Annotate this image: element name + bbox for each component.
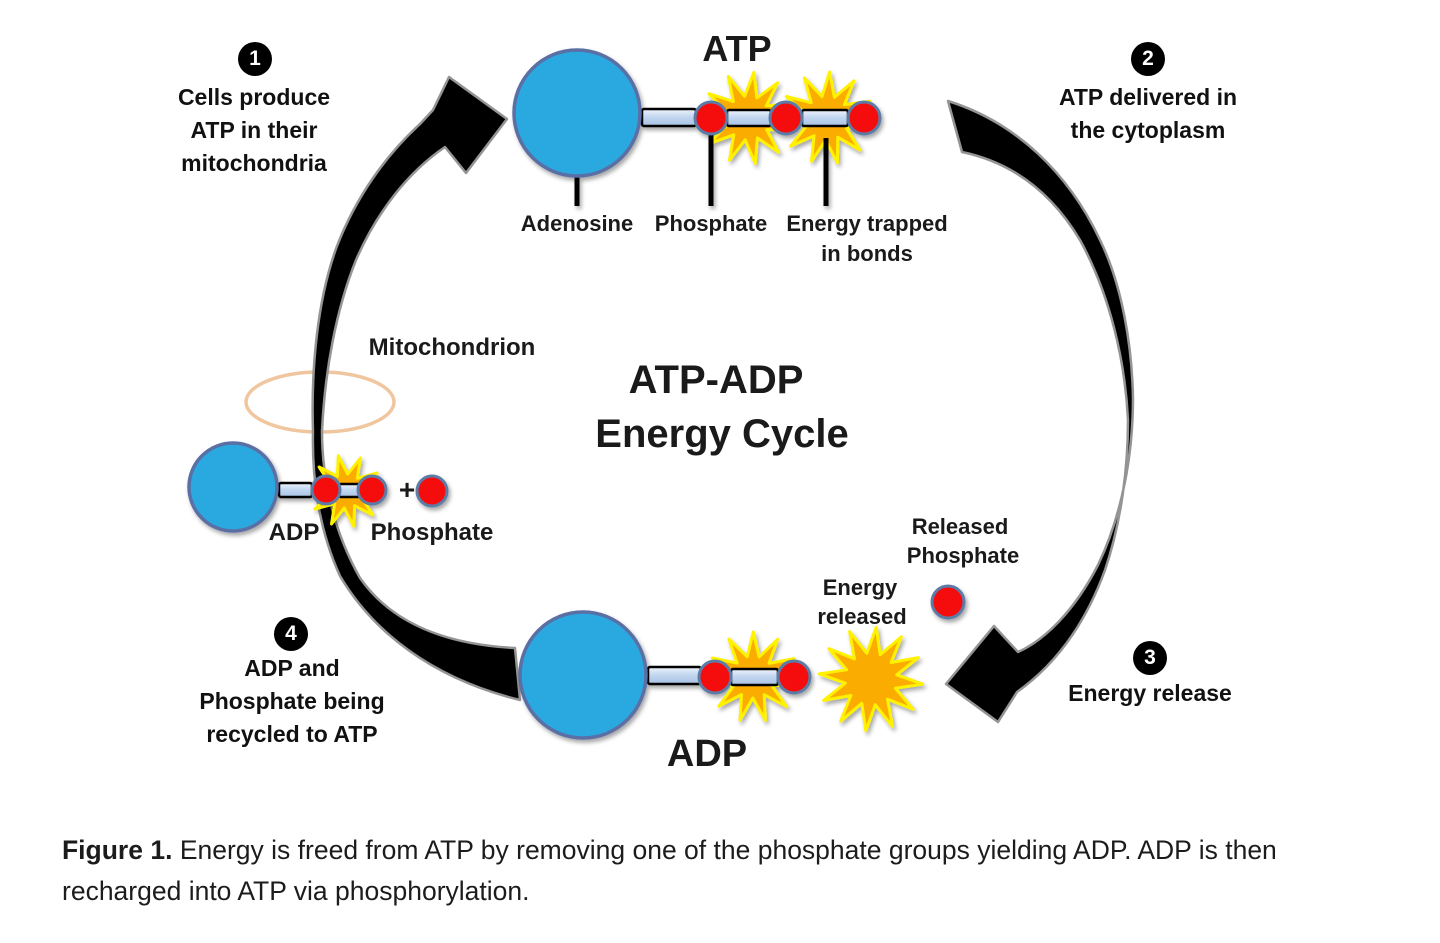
adenosine-circle [518, 610, 648, 740]
step-1-text: Cells produce ATP in their mitochondria [178, 81, 330, 180]
adp-phosphate-molecule [187, 441, 449, 533]
energy-released-starburst-icon [817, 625, 925, 733]
bond-icon [640, 107, 698, 128]
step-4-line: Phosphate being [199, 688, 385, 714]
step-1-line: ATP in their [190, 117, 318, 143]
atp-title: ATP [702, 28, 772, 69]
step-1-line: Cells produce [177, 84, 331, 110]
phosphate-circle [310, 474, 342, 506]
bond-icon [725, 108, 773, 128]
bond-icon [800, 108, 850, 128]
mitochondrion-label: Mitochondrion [368, 334, 536, 361]
phosphate-left-label: Phosphate [370, 519, 494, 546]
adp-molecule [518, 584, 966, 740]
phosphate-circle [768, 100, 804, 136]
step-3-badge: 3 [1133, 641, 1167, 675]
step-4-text: ADP and Phosphate being recycled to ATP [199, 652, 384, 751]
phosphate-circle [846, 100, 882, 136]
phosphate-circle [356, 474, 388, 506]
phosphate-circle [776, 659, 812, 695]
step-1-badge: 1 [238, 42, 272, 76]
step-4-line: recycled to ATP [206, 721, 378, 747]
step-4-line: ADP and [244, 655, 340, 681]
adp-title: ADP [666, 733, 748, 775]
energy-trapped-label-line2: in bonds [821, 241, 913, 266]
figure-caption: Figure 1. Energy is freed from ATP by re… [62, 830, 1362, 912]
caption-line1: Energy is freed from ATP by removing one… [179, 835, 1277, 865]
energy-released-label-line2: released [817, 604, 907, 629]
figure-label: Figure 1. [62, 835, 173, 865]
step-3-line: Energy release [1068, 680, 1232, 706]
adp-left-label: ADP [268, 519, 320, 546]
cycle-title-line1: ATP-ADP [628, 358, 804, 402]
released-phosphate-label-line2: Phosphate [906, 543, 1020, 568]
bond-icon [646, 665, 703, 686]
phosphate-circle [697, 659, 733, 695]
cycle-title-line2: Energy Cycle [595, 412, 849, 456]
step-2-line: ATP delivered in [1058, 84, 1238, 110]
phosphate-label: Phosphate [654, 211, 768, 236]
step-2-text: ATP delivered in the cytoplasm [1059, 81, 1237, 147]
released-phosphate-circle [930, 584, 966, 620]
caption-line2: recharged into ATP via phosphorylation. [62, 876, 530, 906]
step-4-badge: 4 [274, 617, 308, 651]
step-3-text: Energy release [1068, 677, 1232, 710]
bond-icon [277, 481, 314, 499]
delivery-arrow [944, 99, 1135, 724]
plus-sign: + [398, 474, 416, 505]
phosphate-circle [693, 100, 729, 136]
adenosine-circle [187, 441, 279, 533]
step-2-badge: 2 [1131, 42, 1165, 76]
step-1-line: mitochondria [181, 150, 327, 176]
adenosine-circle [512, 48, 642, 178]
bond-icon [729, 667, 780, 687]
recycle-arrow [311, 75, 522, 702]
energy-released-label-line1: Energy [822, 575, 898, 600]
free-phosphate-circle [415, 474, 449, 508]
energy-trapped-label-line1: Energy trapped [786, 211, 948, 236]
adenosine-label: Adenosine [520, 211, 634, 236]
atp-molecule [512, 48, 882, 206]
released-phosphate-label-line1: Released [911, 514, 1009, 539]
step-2-line: the cytoplasm [1070, 117, 1226, 143]
